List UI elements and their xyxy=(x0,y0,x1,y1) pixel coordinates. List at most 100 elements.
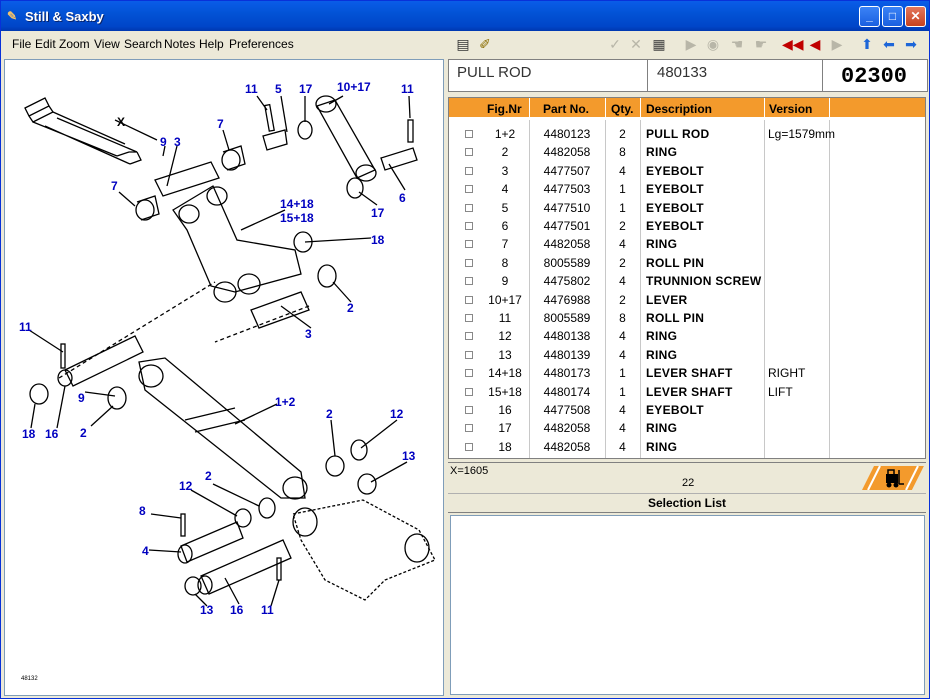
row-checkbox[interactable] xyxy=(465,369,473,378)
menu-preferences[interactable]: Preferences xyxy=(229,37,294,51)
previous-page-icon[interactable]: ◀ xyxy=(809,36,821,52)
diagram-callout[interactable]: 9 xyxy=(160,135,167,149)
row-checkbox[interactable] xyxy=(465,442,473,451)
diagram-callout[interactable]: 13 xyxy=(200,603,214,617)
row-checkbox[interactable] xyxy=(465,258,473,267)
diagram-callout[interactable]: 11 xyxy=(245,82,258,96)
diagram-callout[interactable]: 17 xyxy=(371,206,385,220)
row-checkbox[interactable] xyxy=(465,350,473,359)
selection-list[interactable] xyxy=(450,515,925,695)
record-icon[interactable]: ◉ xyxy=(706,36,720,52)
close-button[interactable]: ✕ xyxy=(905,6,926,27)
diagram-callout[interactable]: 16 xyxy=(230,603,244,617)
forward-arrow-icon[interactable]: ➡ xyxy=(905,36,917,52)
play-icon[interactable]: ▶ xyxy=(685,36,697,52)
diagram-callout[interactable]: 7 xyxy=(217,117,224,131)
diagram-callout[interactable]: 6 xyxy=(399,191,406,205)
diagram-callout[interactable]: 11 xyxy=(401,82,414,96)
menu-search[interactable]: Search xyxy=(124,37,163,51)
diagram-callout[interactable]: 8 xyxy=(139,504,146,518)
diagram-callout[interactable]: 1+2 xyxy=(275,395,296,409)
diagram-callout[interactable]: 3 xyxy=(305,327,312,341)
row-checkbox[interactable] xyxy=(465,240,473,249)
diagram-callout[interactable]: 11 xyxy=(261,603,274,617)
column-header-fig-nr[interactable]: Fig.Nr xyxy=(487,102,522,116)
row-checkbox[interactable] xyxy=(465,148,473,157)
forward-hand-icon[interactable]: ☛ xyxy=(754,36,768,52)
diagram-callout[interactable]: 5 xyxy=(275,82,282,96)
diagram-callout[interactable]: 18 xyxy=(371,233,385,247)
row-checkbox[interactable] xyxy=(465,406,473,414)
diagram-callout[interactable]: 13 xyxy=(402,449,416,463)
diagram-callout[interactable]: 3 xyxy=(174,135,181,149)
cross-icon[interactable]: ✕ xyxy=(630,36,642,52)
column-header-description[interactable]: Description xyxy=(646,102,713,116)
column-header-version[interactable]: Version xyxy=(769,102,813,116)
hand-icon[interactable]: ☚ xyxy=(730,36,744,52)
diagram-callout[interactable]: 15+18 xyxy=(280,211,314,225)
diagram-callout[interactable]: 18 xyxy=(22,427,36,441)
first-page-icon[interactable]: ◀◀ xyxy=(782,36,804,52)
menu-notes[interactable]: Notes xyxy=(164,37,196,51)
diagram-callout[interactable]: 2 xyxy=(205,469,212,483)
menu-edit[interactable]: Edit xyxy=(35,37,56,51)
row-checkbox[interactable] xyxy=(465,185,473,194)
check-icon[interactable]: ✓ xyxy=(609,36,621,52)
menu-file[interactable]: File xyxy=(12,37,32,51)
row-checkbox[interactable] xyxy=(465,332,473,341)
diagram-callout[interactable]: 12 xyxy=(390,407,404,421)
row-checkbox[interactable] xyxy=(465,130,473,138)
back-arrow-icon[interactable]: ⬅ xyxy=(883,36,895,52)
diagram-callout[interactable]: 2 xyxy=(347,301,354,315)
row-checkbox[interactable] xyxy=(465,314,473,322)
exploded-diagram-pane[interactable]: 11 5 17 10+17 11 X 9 3 7 7 6 17 14+18 15… xyxy=(4,59,444,696)
row-checkbox[interactable] xyxy=(465,424,473,433)
title-bar[interactable]: ✎ Still & Saxby _ □ ✕ xyxy=(1,1,929,31)
diagram-callout[interactable]: 14+18 xyxy=(280,197,314,211)
diagram-callout[interactable]: 2 xyxy=(80,426,87,440)
tool-icon[interactable]: ✐ xyxy=(479,36,491,52)
row-checkbox[interactable] xyxy=(465,222,473,230)
diagram-callout[interactable]: 12 xyxy=(179,479,193,493)
diagram-callout[interactable]: 4 xyxy=(142,544,149,558)
row-checkbox[interactable] xyxy=(465,387,473,396)
column-header-part-no[interactable]: Part No. xyxy=(543,102,590,116)
next-page-icon[interactable]: ▶ xyxy=(831,36,843,52)
maximize-button[interactable]: □ xyxy=(882,6,903,27)
diagram-callout[interactable]: 9 xyxy=(78,391,85,405)
diagram-callout[interactable]: 2 xyxy=(326,407,333,421)
diagram-callout[interactable]: 7 xyxy=(111,179,118,193)
diagram-callout[interactable]: 11 xyxy=(19,320,32,334)
diagram-callout[interactable]: X xyxy=(117,115,125,129)
diagram-callout[interactable]: 10+17 xyxy=(337,80,371,94)
menu-zoom[interactable]: Zoom xyxy=(59,37,90,51)
column-header-qty[interactable]: Qty. xyxy=(611,102,634,116)
row-checkbox[interactable] xyxy=(465,203,473,212)
row-checkbox[interactable] xyxy=(465,277,473,286)
menu-help[interactable]: Help xyxy=(199,37,224,51)
up-arrow-icon[interactable]: ⬆ xyxy=(861,36,873,52)
diagram-callout[interactable]: 17 xyxy=(299,82,313,96)
row-checkbox[interactable] xyxy=(465,166,473,175)
diagram-callout[interactable]: 16 xyxy=(45,427,59,441)
cart-icon[interactable]: ▦ xyxy=(652,36,666,52)
minimize-button[interactable]: _ xyxy=(859,6,880,27)
row-checkbox[interactable] xyxy=(465,295,473,304)
